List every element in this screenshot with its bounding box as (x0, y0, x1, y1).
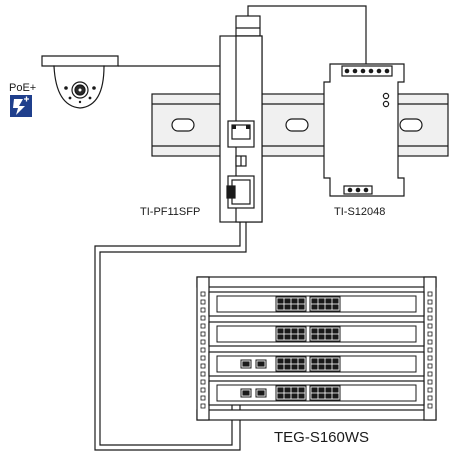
screw-hole (200, 347, 206, 353)
screw-hole (200, 371, 206, 377)
sfp-port-pair (240, 359, 267, 369)
screw-hole (200, 339, 206, 345)
screw-hole (427, 387, 433, 393)
screw-hole (427, 331, 433, 337)
camera-to-injector-cable (118, 65, 231, 67)
screw-hole (427, 291, 433, 297)
switch-unit (208, 321, 425, 347)
sfp-port-pair (240, 388, 267, 398)
power-supply-label: TI-S12048 (334, 206, 385, 218)
screw-hole (427, 395, 433, 401)
screw-hole (427, 347, 433, 353)
switch-unit (208, 380, 425, 406)
fiber-cable-inner (94, 222, 241, 451)
rj45-port-block (275, 296, 307, 312)
screw-hole (200, 315, 206, 321)
screw-hole (200, 387, 206, 393)
poe-label: PoE+ (9, 82, 36, 94)
screw-hole (427, 379, 433, 385)
rj45-port-block (309, 296, 341, 312)
screw-hole (427, 363, 433, 369)
switch-rack (196, 276, 437, 421)
screw-hole (427, 315, 433, 321)
screw-hole (200, 291, 206, 297)
rj45-port-block (275, 385, 307, 401)
screw-hole (200, 395, 206, 401)
screw-hole (427, 339, 433, 345)
screw-hole (427, 355, 433, 361)
screw-hole (200, 307, 206, 313)
rj45-port-block (309, 326, 341, 342)
screw-hole (427, 323, 433, 329)
screw-hole (200, 403, 206, 409)
switch-unit (208, 291, 425, 317)
switch-unit (208, 351, 425, 377)
screw-hole (200, 379, 206, 385)
rj45-port-block (275, 326, 307, 342)
rj45-port-block (309, 356, 341, 372)
switch-label: TEG-S160WS (274, 429, 369, 446)
rj45-port-block (275, 356, 307, 372)
screw-hole (427, 299, 433, 305)
rack-screw-holes (200, 291, 433, 409)
screw-hole (200, 299, 206, 305)
screw-hole (427, 403, 433, 409)
injector-device (219, 15, 263, 223)
fiber-cable-outer (99, 222, 247, 446)
screw-hole (427, 307, 433, 313)
din-rail (151, 93, 449, 157)
screw-hole (200, 323, 206, 329)
lightning-bolt-icon (10, 95, 32, 117)
dome-camera (41, 55, 119, 109)
injector-label: TI-PF11SFP (140, 206, 200, 218)
screw-hole (200, 363, 206, 369)
power-cable (247, 5, 367, 66)
screw-hole (200, 331, 206, 337)
screw-hole (427, 371, 433, 377)
screw-hole (200, 355, 206, 361)
connection-lines (94, 5, 367, 451)
rj45-port-block (309, 385, 341, 401)
rack-switch-units (208, 291, 425, 406)
power-supply-device (323, 63, 405, 197)
